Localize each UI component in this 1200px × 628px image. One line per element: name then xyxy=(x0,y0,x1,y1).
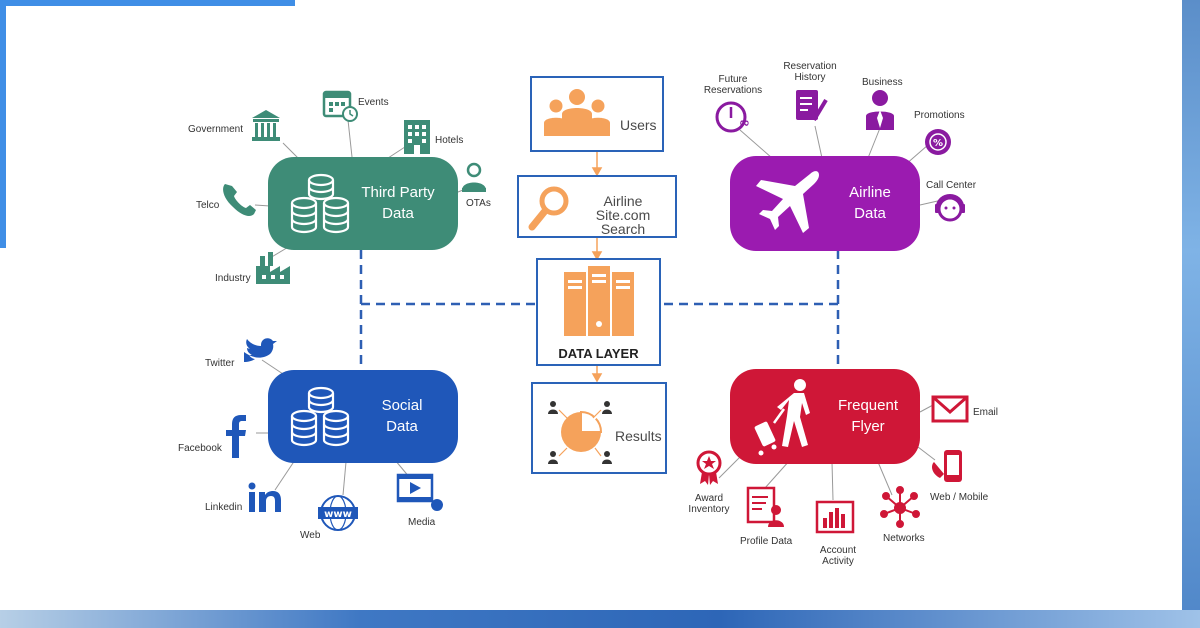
reservation-history-icon xyxy=(796,90,828,122)
results-icon xyxy=(548,401,612,464)
award-inventory-icon xyxy=(696,450,722,485)
hub-frequent-flyer-label: Frequent Flyer xyxy=(837,397,899,435)
label-linkedin: Linkedin xyxy=(205,502,243,513)
label-award-inventory: Award Inventory xyxy=(688,493,730,515)
label-networks: Networks xyxy=(883,533,925,544)
account-activity-icon xyxy=(815,500,855,534)
email-icon xyxy=(931,395,969,423)
label-otas: OTAs xyxy=(466,198,491,209)
label-government: Government xyxy=(188,124,244,135)
frame-accent-top xyxy=(0,0,295,6)
background-photo-right xyxy=(1182,0,1200,628)
label-telco: Telco xyxy=(196,200,220,211)
airplane-icon xyxy=(756,171,819,233)
label-reservation-history: Reservation History xyxy=(783,61,837,83)
label-email: Email xyxy=(973,407,999,418)
results-box: Results xyxy=(531,382,667,474)
label-account-activity: Account Activity xyxy=(819,545,857,567)
networks-icon xyxy=(880,486,920,528)
results-label: Results xyxy=(615,428,662,444)
hub-airline-data: Airline Data xyxy=(730,156,920,251)
label-promotions: Promotions xyxy=(914,110,965,121)
hotels-icon xyxy=(404,120,430,154)
label-industry: Industry xyxy=(215,273,251,284)
label-call-center: Call Center xyxy=(926,180,977,191)
label-future-reservations: Future Reservations xyxy=(703,74,763,96)
label-hotels: Hotels xyxy=(435,135,464,146)
data-layer-label: DATA LAYER xyxy=(558,346,639,361)
magnifier-icon xyxy=(528,186,569,231)
dashed-connectors xyxy=(359,250,840,372)
traveler-icon xyxy=(754,379,810,456)
users-label: Users xyxy=(620,117,657,133)
media-icon xyxy=(396,473,443,511)
web-mobile-icon xyxy=(932,450,962,482)
svg-text:%: % xyxy=(933,138,943,149)
database-icon xyxy=(290,173,350,234)
hub-airline-label: Airline Data xyxy=(849,184,891,222)
flow-arrows xyxy=(591,152,603,383)
label-events: Events xyxy=(358,97,389,108)
svg-text:www: www xyxy=(324,509,352,520)
profile-data-icon xyxy=(746,486,784,527)
government-icon xyxy=(252,110,280,141)
call-center-icon xyxy=(935,194,965,222)
hub-frequent-flyer: Frequent Flyer xyxy=(730,369,920,464)
hub-social-label: Social Data xyxy=(381,397,423,435)
background-photo-bottom xyxy=(0,610,1200,628)
twitter-icon xyxy=(244,338,277,362)
future-reservations-icon: ∞ xyxy=(715,101,750,133)
events-icon xyxy=(322,90,358,122)
search-label: Airline Site.com Search xyxy=(595,193,651,237)
svg-text:∞: ∞ xyxy=(739,116,750,131)
telco-icon xyxy=(223,184,256,216)
data-layer-box: DATA LAYER xyxy=(536,258,661,366)
hub-third-party-label: Third Party Data xyxy=(361,184,435,222)
otas-icon xyxy=(462,162,486,192)
server-icon xyxy=(564,266,634,336)
promotions-icon: % xyxy=(925,129,951,155)
database-icon xyxy=(290,386,350,447)
facebook-icon xyxy=(226,415,246,458)
hub-third-party-data: Third Party Data xyxy=(268,157,458,250)
label-facebook: Facebook xyxy=(178,443,222,454)
label-business: Business xyxy=(862,77,903,88)
label-web: Web xyxy=(300,530,321,541)
users-box: Users xyxy=(530,76,664,152)
industry-icon xyxy=(256,252,290,284)
linkedin-icon xyxy=(248,482,281,512)
frame-accent-left xyxy=(0,0,6,248)
label-profile-data: Profile Data xyxy=(740,536,793,547)
web-icon: www xyxy=(318,495,358,531)
label-twitter: Twitter xyxy=(205,358,235,369)
label-media: Media xyxy=(408,517,436,528)
hub-social-data: Social Data xyxy=(268,370,458,463)
users-icon xyxy=(544,89,610,136)
business-icon xyxy=(866,90,894,130)
label-web-mobile: Web / Mobile xyxy=(930,492,989,503)
search-box: Airline Site.com Search xyxy=(517,175,677,238)
